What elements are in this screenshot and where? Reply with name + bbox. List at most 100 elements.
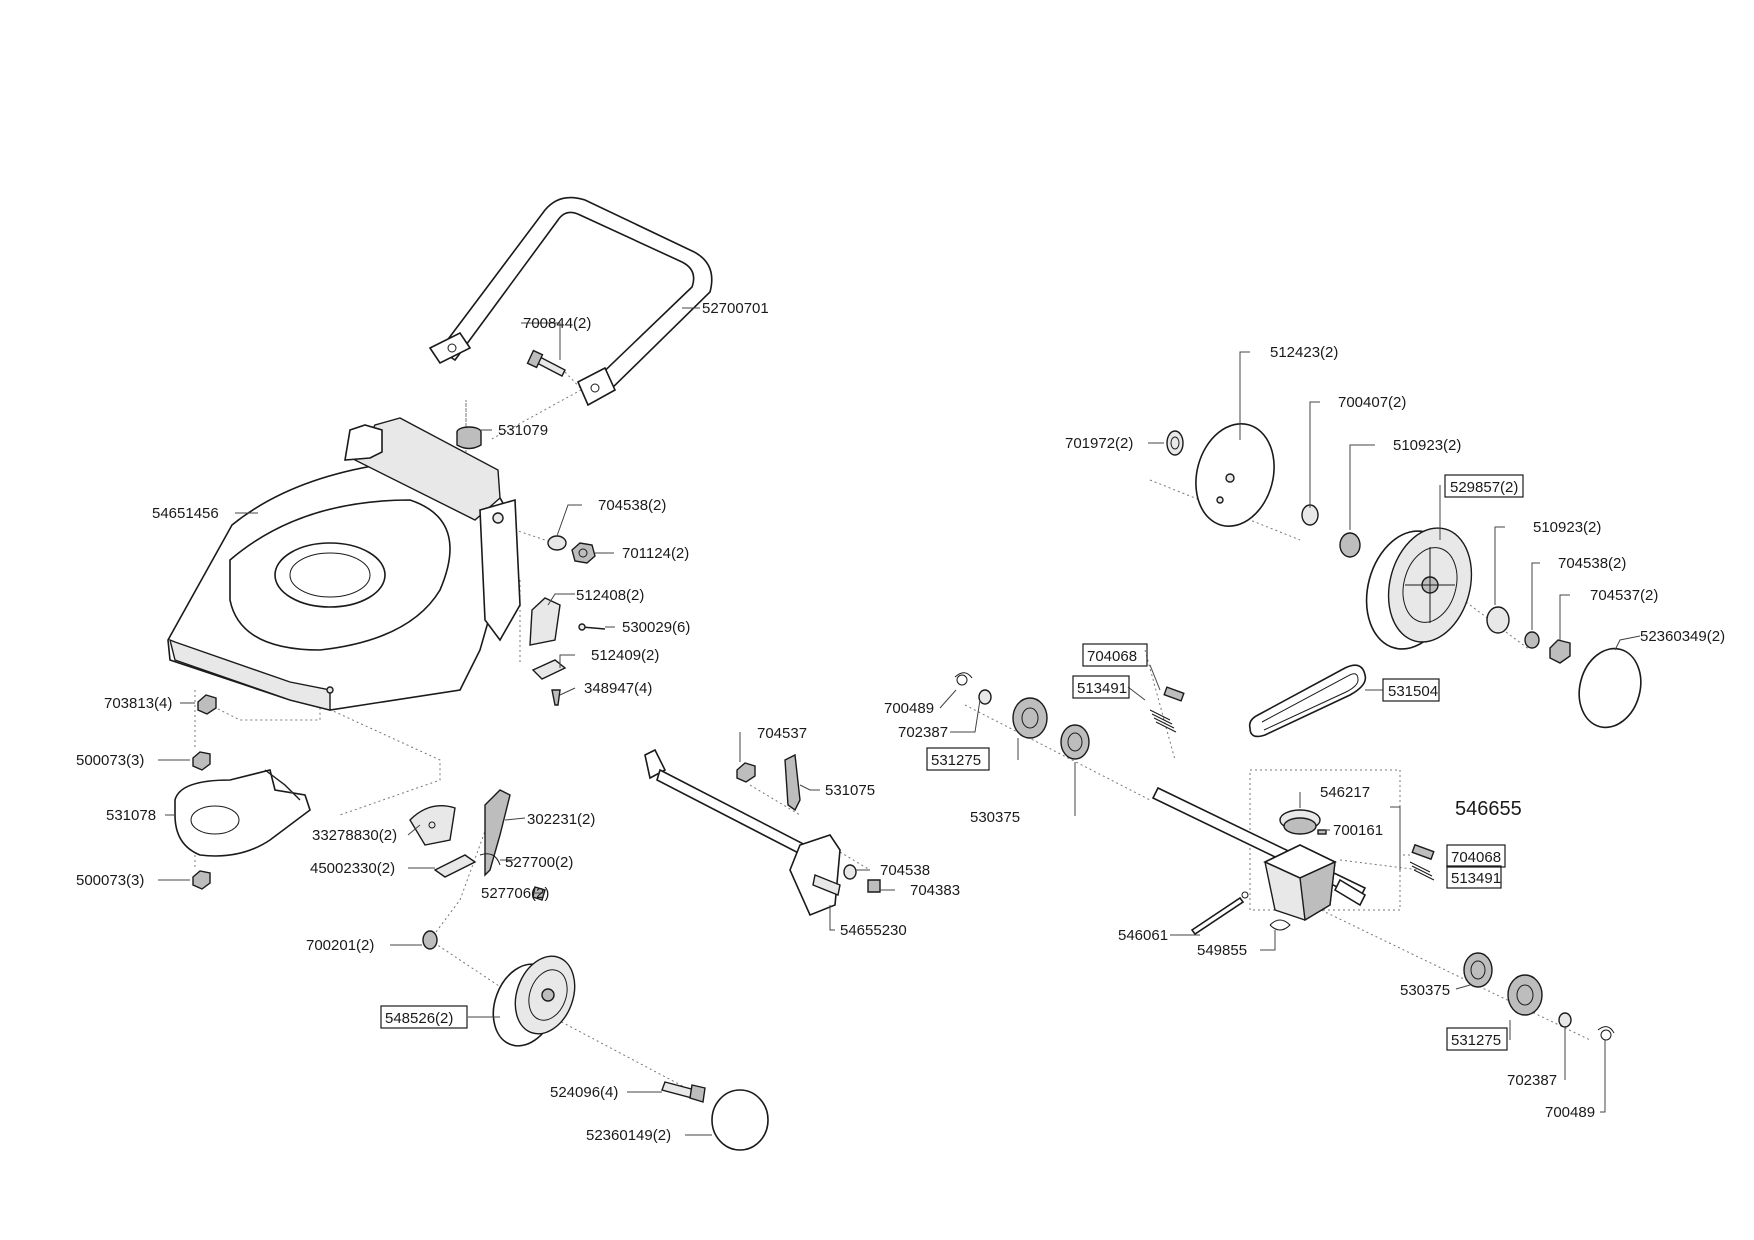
nut-704537-a [736, 762, 756, 783]
label-700489-b: 700489 [1545, 1104, 1595, 1121]
leader-lines [158, 307, 1641, 1136]
label-702387-b: 702387 [1507, 1072, 1557, 1089]
label-530375-b: 530375 [1400, 982, 1450, 999]
label-45002330: 45002330(2) [310, 860, 395, 877]
label-703813: 703813(4) [104, 695, 172, 712]
deck-54651456 [167, 417, 521, 711]
pawl-530375-b [1463, 952, 1493, 988]
label-704068-a: 704068 [1087, 648, 1137, 665]
label-boxes [380, 474, 1524, 1051]
label-513491-b: 513491 [1451, 870, 1501, 887]
gearbox-546655 [1263, 844, 1337, 922]
nut-703813 [197, 694, 217, 715]
spring-549855 [1269, 919, 1291, 931]
label-700407: 700407(2) [1338, 394, 1406, 411]
clip-700489-a [954, 672, 973, 686]
label-702387-a: 702387 [898, 724, 948, 741]
screw-530029 [578, 623, 606, 631]
screw-348947 [551, 689, 561, 706]
label-530029: 530029(6) [622, 619, 690, 636]
label-302231: 302231(2) [527, 811, 595, 828]
label-531075: 531075 [825, 782, 875, 799]
lever-531075 [784, 753, 801, 812]
axle-54655230 [644, 748, 841, 917]
cap-52360149 [711, 1089, 769, 1151]
label-546217: 546217 [1320, 784, 1370, 801]
label-531504: 531504 [1388, 683, 1438, 700]
label-33278830: 33278830(2) [312, 827, 397, 844]
label-704538-a: 704538(2) [598, 497, 666, 514]
pawl-530375-a [1060, 724, 1090, 760]
label-52700701: 52700701 [702, 300, 769, 317]
label-548526: 548526(2) [385, 1010, 453, 1027]
label-510923-a: 510923(2) [1393, 437, 1461, 454]
nut-500073-b [192, 870, 211, 890]
handle-52700701 [428, 196, 713, 407]
nut-500073-a [192, 751, 211, 771]
label-546655: 546655 [1455, 798, 1522, 820]
lever-302231 [484, 789, 511, 877]
bracket-512408 [529, 597, 561, 646]
cap-52360349 [1578, 647, 1642, 729]
label-531079: 531079 [498, 422, 548, 439]
bushing-510923-a [1339, 532, 1361, 558]
spring-513491-b [1409, 861, 1435, 881]
label-524096: 524096(4) [550, 1084, 618, 1101]
washer-702387-b [1558, 1012, 1572, 1028]
bushing-510923-b [1486, 606, 1510, 634]
bush-531079 [456, 426, 482, 450]
label-500073-a: 500073(3) [76, 752, 144, 769]
key-704068-a [1163, 686, 1185, 702]
hubcap-512423 [1195, 423, 1275, 527]
adjuster-531078 [174, 769, 311, 857]
washer-701972 [1166, 430, 1184, 456]
label-529857: 529857(2) [1450, 479, 1518, 496]
label-701972: 701972(2) [1065, 435, 1133, 452]
label-704537-a: 704537 [757, 725, 807, 742]
wheel-548526 [492, 955, 576, 1047]
label-512408: 512408(2) [576, 587, 644, 604]
label-54651456: 54651456 [152, 505, 219, 522]
label-700201: 700201(2) [306, 937, 374, 954]
label-704538-c: 704538(2) [1558, 555, 1626, 572]
pulley-546217 [1279, 809, 1321, 835]
washer-704538-c [1524, 631, 1540, 649]
washer-702387-a [978, 689, 992, 705]
spring-513491-a [1149, 709, 1177, 733]
belt-531504 [1248, 664, 1367, 738]
spring-527700 [479, 853, 501, 866]
label-704537-b: 704537(2) [1590, 587, 1658, 604]
bolt-704383 [867, 879, 881, 893]
label-700161: 700161 [1333, 822, 1383, 839]
plate-33278830 [409, 805, 456, 846]
drive-shaft [1151, 786, 1367, 907]
label-348947: 348947(4) [584, 680, 652, 697]
label-500073-b: 500073(3) [76, 872, 144, 889]
label-531078: 531078 [106, 807, 156, 824]
label-52360349: 52360349(2) [1640, 628, 1725, 645]
washer-704538-a [547, 535, 567, 551]
label-531275-b: 531275 [1451, 1032, 1501, 1049]
label-704383: 704383 [910, 882, 960, 899]
label-700489-a: 700489 [884, 700, 934, 717]
bracket-45002330 [433, 854, 477, 878]
label-704538-b: 704538 [880, 862, 930, 879]
label-701124: 701124(2) [622, 545, 689, 562]
label-513491-a: 513491 [1077, 680, 1127, 697]
pinion-531275-a [1012, 697, 1048, 739]
label-512409: 512409(2) [591, 647, 659, 664]
rod-546061 [1190, 891, 1249, 936]
label-52360149: 52360149(2) [586, 1127, 671, 1144]
plate-512409 [531, 659, 567, 680]
wheel-529857 [1365, 527, 1473, 650]
label-700844: 700844(2) [523, 315, 591, 332]
label-527700: 527700(2) [505, 854, 573, 871]
label-527706: 527706(2) [481, 885, 549, 902]
label-531275-a: 531275 [931, 752, 981, 769]
nut-700201 [422, 930, 438, 950]
label-510923-b: 510923(2) [1533, 519, 1601, 536]
pinion-531275-b [1507, 974, 1543, 1016]
label-704068-b: 704068 [1451, 849, 1501, 866]
label-546061: 546061 [1118, 927, 1168, 944]
